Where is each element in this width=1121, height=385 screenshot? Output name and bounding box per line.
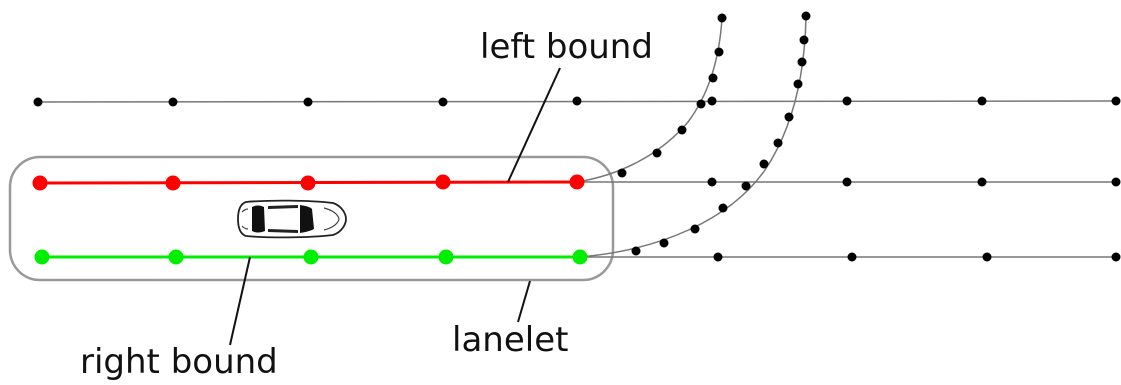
lower-road-line xyxy=(580,252,1121,262)
left-bound-label: left bound xyxy=(480,27,653,67)
left-bound-leader xyxy=(507,67,561,183)
upper-road-line xyxy=(33,96,1121,107)
curve-branch-outer xyxy=(579,11,811,258)
lanelet-leader xyxy=(517,280,531,323)
curve-branch-inner xyxy=(576,13,727,183)
left-bound-line xyxy=(32,174,585,191)
lanelet-label: lanelet xyxy=(452,320,569,360)
car-top-view-icon xyxy=(237,199,347,239)
right-bound-leader xyxy=(229,256,251,346)
right-bound-line xyxy=(34,249,588,265)
right-bound-label: right bound xyxy=(80,342,278,382)
lanelet-outline xyxy=(8,155,615,282)
middle-road-line xyxy=(577,177,1121,187)
